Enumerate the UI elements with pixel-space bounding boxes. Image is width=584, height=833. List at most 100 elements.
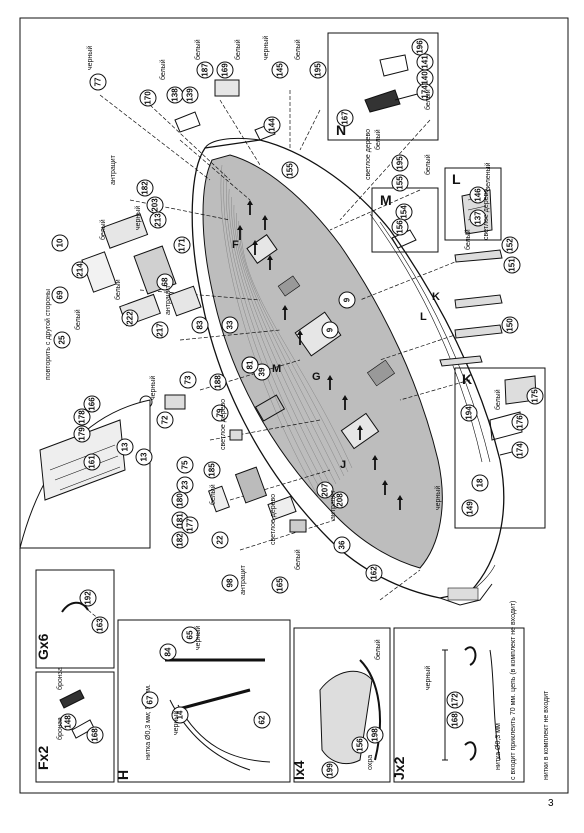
marker-M: M <box>272 363 281 375</box>
color-label: светлое дерево <box>270 494 277 545</box>
svg-text:84: 84 <box>164 647 173 656</box>
svg-text:188: 188 <box>214 375 223 389</box>
svg-text:174: 174 <box>516 443 525 457</box>
deck-letter-markers: F M G J L K <box>232 239 440 471</box>
callout-178: 178 <box>73 408 91 426</box>
callout-68: 68 <box>156 273 174 291</box>
svg-text:с входит приклеить 70 мм. цепь: с входит приклеить 70 мм. цепь (в компле… <box>510 601 517 780</box>
color-label: бронза <box>56 717 64 740</box>
svg-text:10: 10 <box>56 238 65 247</box>
color-label: черный <box>424 666 432 690</box>
page-number: 3 <box>548 798 554 809</box>
color-label: черный <box>172 711 180 735</box>
svg-text:146: 146 <box>474 188 483 202</box>
callout-203: 203 <box>146 196 164 214</box>
callout-182: 182 <box>136 179 154 197</box>
svg-text:199: 199 <box>326 763 335 777</box>
detail-box-Fx2: Fx2 <box>35 671 115 783</box>
svg-text:179: 179 <box>78 427 87 441</box>
svg-text:166: 166 <box>88 397 97 411</box>
hull <box>191 137 505 606</box>
svg-text:162: 162 <box>370 566 379 580</box>
svg-text:72: 72 <box>161 415 170 424</box>
callout-171: 171 <box>173 236 191 254</box>
callout-187: 187 <box>196 61 214 79</box>
svg-text:N: N <box>336 122 346 138</box>
svg-text:169: 169 <box>221 63 230 77</box>
svg-text:213: 213 <box>154 213 163 227</box>
callout-77: 77 <box>89 73 107 91</box>
callout-161: 161 <box>83 453 101 471</box>
svg-text:170: 170 <box>144 91 153 105</box>
detail-box-Gx6: Gx6 <box>35 569 115 669</box>
svg-text:36: 36 <box>338 540 347 549</box>
callout-180: 180 <box>171 491 189 509</box>
color-label: охра <box>367 755 374 770</box>
svg-text:208: 208 <box>336 493 345 507</box>
svg-text:144: 144 <box>268 118 277 132</box>
svg-text:217: 217 <box>156 323 165 337</box>
callout-148: 148 <box>59 713 77 731</box>
callout-172: 172 <box>446 691 464 709</box>
svg-text:77: 77 <box>94 77 103 86</box>
callout-25: 25 <box>53 331 71 349</box>
svg-text:81: 81 <box>246 360 255 369</box>
callout-168: 168 <box>446 711 464 729</box>
svg-text:174: 174 <box>421 85 430 99</box>
svg-text:22: 22 <box>216 535 225 544</box>
callout-217: 217 <box>151 321 169 339</box>
svg-text:L: L <box>452 171 461 187</box>
color-label: бронза <box>56 667 64 690</box>
svg-text:145: 145 <box>276 63 285 77</box>
svg-text:18: 18 <box>476 478 485 487</box>
svg-text:Ix4: Ix4 <box>291 760 307 780</box>
svg-text:155: 155 <box>396 176 405 190</box>
svg-text:138: 138 <box>171 88 180 102</box>
color-label: белый <box>194 39 202 60</box>
svg-text:13: 13 <box>121 442 130 451</box>
svg-text:195: 195 <box>396 156 405 170</box>
callout-67: 67 <box>141 691 159 709</box>
svg-text:H: H <box>115 770 131 780</box>
svg-text:69: 69 <box>56 290 65 299</box>
color-label: антрацит <box>240 564 247 595</box>
svg-text:150: 150 <box>506 318 515 332</box>
callout-195: 195 <box>391 154 409 172</box>
color-label: черный <box>149 376 157 400</box>
svg-text:167: 167 <box>341 111 350 125</box>
svg-text:повторить с другой стороны: повторить с другой стороны <box>44 289 52 380</box>
svg-text:73: 73 <box>184 375 193 384</box>
callout-182: 182 <box>171 531 189 549</box>
footer-note: нитки в комплект не входит <box>543 690 550 780</box>
callout-208: 208 <box>331 491 349 509</box>
callout-141: 141 <box>416 53 434 71</box>
callout-192: 192 <box>79 589 97 607</box>
callout-194: 194 <box>460 404 478 422</box>
color-label: светлое дерево <box>220 399 227 450</box>
callout-65: 65 <box>181 626 199 644</box>
callout-137: 137 <box>469 209 487 227</box>
color-label: черный <box>86 46 94 70</box>
callout-145: 145 <box>271 61 289 79</box>
callout-214: 214 <box>71 261 89 279</box>
detail-box-N: N <box>327 32 439 141</box>
callout-75: 75 <box>176 456 194 474</box>
color-label: белый <box>374 639 382 660</box>
callout-152: 152 <box>501 236 519 254</box>
svg-text:172: 172 <box>451 693 460 707</box>
svg-text:156: 156 <box>396 220 405 234</box>
svg-text:39: 39 <box>258 367 267 376</box>
svg-text:K: K <box>432 291 440 303</box>
callout-151: 151 <box>503 256 521 274</box>
callout-175: 175 <box>526 387 544 405</box>
color-label: белый <box>294 549 302 570</box>
callout-185: 185 <box>203 461 221 479</box>
callout-165: 165 <box>271 576 289 594</box>
color-label: белый <box>209 484 217 505</box>
callout-155: 155 <box>281 161 299 179</box>
svg-text:M: M <box>380 192 392 208</box>
detail-box-Jx2: Jx2 нитка Ø0,3 мм с входит приклеить 70 … <box>391 601 525 783</box>
